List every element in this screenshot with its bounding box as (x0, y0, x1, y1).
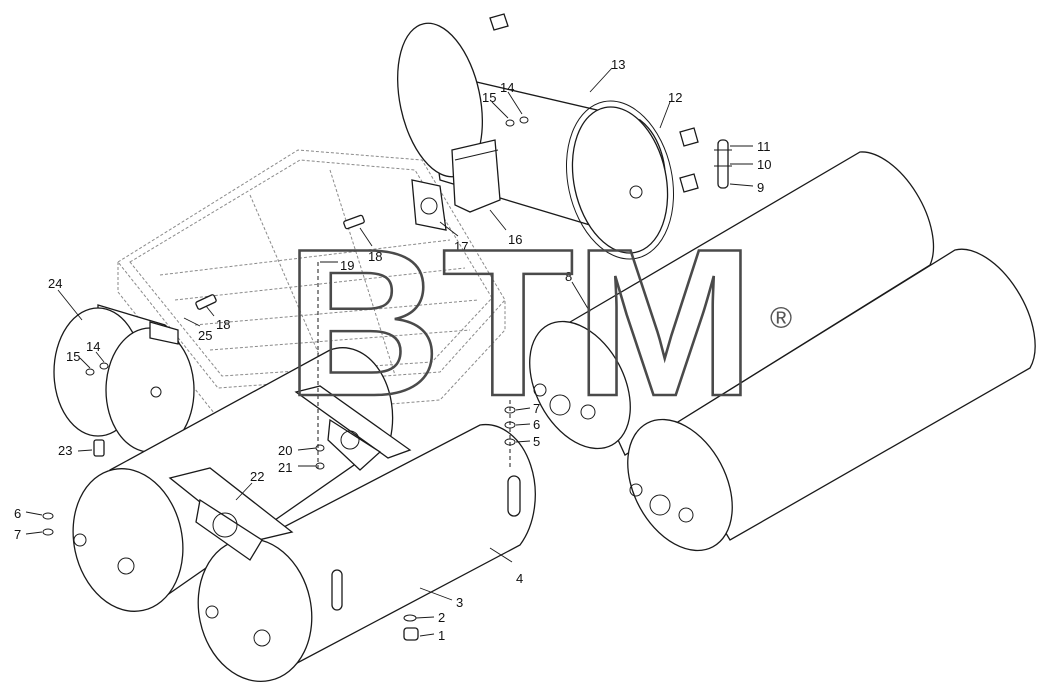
callout-label-c23: 23 (58, 443, 72, 458)
callout-labels: 1234567891011121314151617181918252414152… (14, 57, 771, 643)
callout-label-c9: 9 (757, 180, 764, 195)
callout-label-c15a: 15 (482, 90, 496, 105)
callout-label-c17: 17 (454, 239, 468, 254)
tank-upper-right (529, 151, 935, 456)
callout-label-c11: 11 (757, 139, 771, 154)
callout-label-c14a: 14 (500, 80, 514, 95)
callout-label-c18b: 18 (216, 317, 230, 332)
hardware (42, 116, 529, 641)
callout-label-c6a: 6 (533, 417, 540, 432)
callout-label-c14b: 14 (86, 339, 100, 354)
callout-label-c16: 16 (508, 232, 522, 247)
callout-label-c19: 19 (340, 258, 354, 273)
leader-lines (25, 67, 754, 637)
tank-lower-left-front (197, 423, 536, 683)
callout-label-c6b: 6 (14, 506, 21, 521)
callout-label-c7a: 7 (533, 401, 540, 416)
callout-label-c20: 20 (278, 443, 292, 458)
callout-label-c24: 24 (48, 276, 62, 291)
callout-label-c12: 12 (668, 90, 682, 105)
callout-label-c5: 5 (533, 434, 540, 449)
valve-fitting (714, 139, 732, 189)
tank-top (396, 13, 699, 260)
callout-label-c8: 8 (565, 269, 572, 284)
callout-label-c21: 21 (278, 460, 292, 475)
callout-label-c2: 2 (438, 610, 445, 625)
callout-label-c15b: 15 (66, 349, 80, 364)
callout-label-c18a: 18 (368, 249, 382, 264)
registered-mark: ® (770, 302, 792, 335)
callout-label-c4: 4 (516, 571, 523, 586)
watermark-text: BTM (285, 205, 755, 440)
callout-label-c13: 13 (611, 57, 625, 72)
bracket-22 (168, 385, 412, 561)
callout-label-c1: 1 (438, 628, 445, 643)
callout-label-c3: 3 (456, 595, 463, 610)
tank-lower-right (627, 248, 1036, 552)
tank-small-left (53, 304, 195, 453)
btm-watermark: BTM ® (284, 204, 792, 442)
callout-label-c22: 22 (250, 469, 264, 484)
callout-label-c10: 10 (757, 157, 771, 172)
callout-label-c7b: 7 (14, 527, 21, 542)
callout-label-c25: 25 (198, 328, 212, 343)
